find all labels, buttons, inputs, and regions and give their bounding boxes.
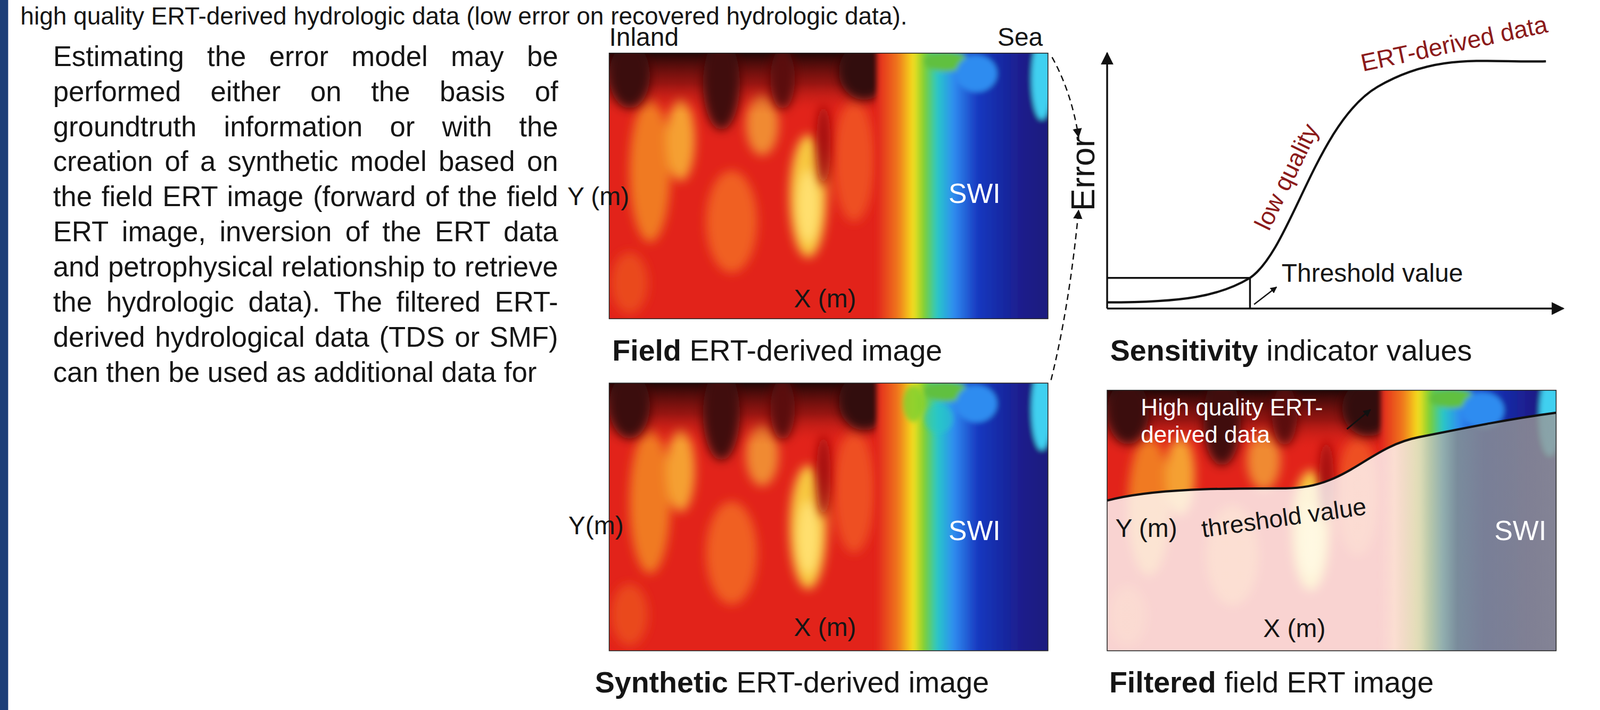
axis-label: X (m)	[1263, 613, 1326, 643]
zone-label: SWI	[1494, 514, 1547, 547]
caption-text: Field	[612, 333, 682, 367]
zone-label: SWI	[948, 514, 1001, 547]
axis-label: X (m)	[793, 283, 856, 313]
axis-title: Error	[1063, 136, 1103, 212]
caption-text: ERT-derived image	[736, 665, 989, 699]
side-label: Inland	[609, 22, 680, 52]
axis-label: Y(m)	[568, 510, 624, 540]
caption: Sensitivityindicator values	[1110, 333, 1473, 368]
caption-text: ERT-derived image	[689, 333, 943, 367]
caption: FieldERT-derived image	[612, 333, 943, 368]
curve-label: ERT-derived data	[1358, 10, 1550, 78]
caption-text: field ERT image	[1224, 665, 1434, 699]
curve-label: low quality	[1249, 119, 1325, 235]
caption: SyntheticERT-derived image	[595, 665, 989, 700]
side-label: Sea	[997, 22, 1043, 52]
threshold-label: threshold value	[1199, 491, 1368, 543]
caption-text: Synthetic	[595, 665, 729, 699]
caption-text: Sensitivity	[1110, 333, 1259, 367]
caption-text: Filtered	[1109, 665, 1217, 699]
header-text: high quality ERT-derived hydrologic data…	[20, 2, 907, 31]
axis-label: Y (m)	[567, 181, 630, 211]
threshold-label: Threshold value	[1281, 258, 1464, 288]
axis-label: X (m)	[793, 612, 856, 642]
body-paragraph: Estimating the error model may be perfor…	[53, 38, 559, 390]
axis-label: Y (m)	[1115, 513, 1177, 543]
region-label: High quality ERT-derived data	[1140, 393, 1376, 448]
caption-text: indicator values	[1266, 333, 1472, 367]
caption: Filteredfield ERT image	[1109, 665, 1434, 700]
zone-label: SWI	[948, 177, 1001, 210]
